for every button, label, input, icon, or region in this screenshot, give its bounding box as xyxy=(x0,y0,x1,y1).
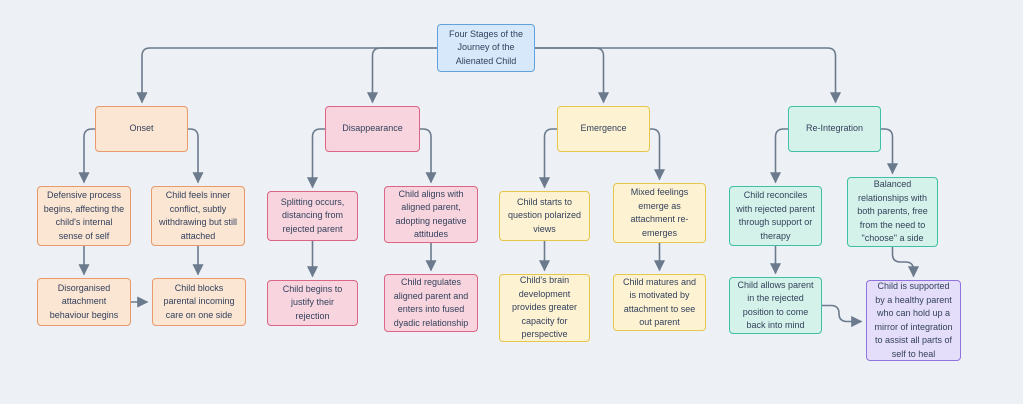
node-fused-dyadic-relationship[interactable]: Child regulates aligned parent and enter… xyxy=(384,274,478,332)
node-justify-rejection[interactable]: Child begins to justify their rejection xyxy=(267,280,358,326)
node-inner-conflict[interactable]: Child feels inner conflict, subtly withd… xyxy=(151,186,245,246)
node-disorganised-attachment[interactable]: Disorganised attachment behaviour begins xyxy=(37,278,131,326)
node-mixed-feelings[interactable]: Mixed feelings emerge as attachment re-e… xyxy=(613,183,706,243)
node-stage-onset[interactable]: Onset xyxy=(95,106,188,152)
node-child-matures[interactable]: Child matures and is motivated by attach… xyxy=(613,274,706,331)
edge-root-disappearance xyxy=(366,47,438,104)
edge-onset-defensive xyxy=(78,128,96,184)
edge-root-emergence xyxy=(534,47,610,104)
node-blocks-parental-care[interactable]: Child blocks parental incoming care on o… xyxy=(152,278,246,326)
edge-emergence-mixed xyxy=(649,128,666,181)
node-question-polarized-views[interactable]: Child starts to question polarized views xyxy=(499,191,590,241)
node-splitting-occurs[interactable]: Splitting occurs, distancing from reject… xyxy=(267,191,358,241)
edge-disappearance-splitting xyxy=(306,128,326,189)
node-allows-parent-back[interactable]: Child allows parent in the rejected posi… xyxy=(729,277,822,334)
node-reconciles[interactable]: Child reconciles with rejected parent th… xyxy=(729,186,822,246)
edge-emergence-question xyxy=(538,128,558,189)
node-supported-by-healthy-parent[interactable]: Child is supported by a healthy parent w… xyxy=(866,280,961,361)
node-defensive-process[interactable]: Defensive process begins, affecting the … xyxy=(37,186,131,246)
node-stage-emergence[interactable]: Emergence xyxy=(557,106,650,152)
edge-root-reintegration xyxy=(534,47,842,104)
edge-balanced-supported xyxy=(891,246,920,278)
edge-reintegration-reconciles xyxy=(769,128,789,184)
node-stage-reintegration[interactable]: Re-Integration xyxy=(788,106,881,152)
edge-onset-conflict xyxy=(187,128,204,184)
edge-allows-supported xyxy=(821,304,863,328)
edge-disappearance-aligns xyxy=(419,128,437,184)
node-stage-disappearance[interactable]: Disappearance xyxy=(325,106,420,152)
edge-root-onset xyxy=(136,47,438,104)
node-balanced-relationships[interactable]: Balanced relationships with both parents… xyxy=(847,177,938,247)
node-root[interactable]: Four Stages of the Journey of the Aliena… xyxy=(437,24,535,72)
node-aligns-with-parent[interactable]: Child aligns with aligned parent, adopti… xyxy=(384,186,478,243)
node-brain-development[interactable]: Child's brain development provides great… xyxy=(499,274,590,342)
edge-reintegration-balanced xyxy=(880,128,899,175)
